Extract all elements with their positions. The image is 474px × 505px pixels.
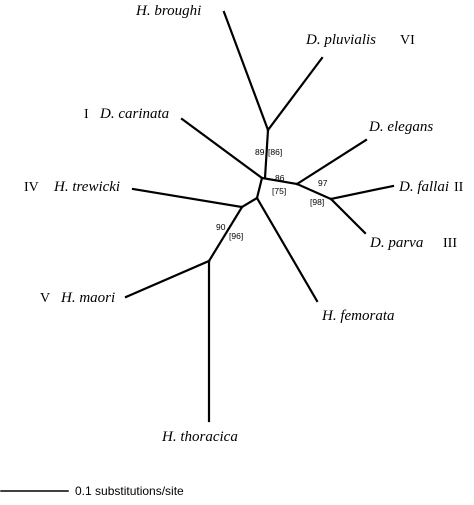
support-node-a-bootstrap: 89 — [255, 147, 265, 157]
clade-label-iv: IV — [24, 180, 39, 195]
branch-internal-root — [255, 176, 264, 200]
support-node-d-bracket: [96] — [229, 231, 243, 241]
support-node-c-bracket: [98] — [310, 197, 324, 207]
scale-bar-label: 0.1 substitutions/site — [75, 484, 184, 498]
branch-d-fallai — [329, 184, 395, 201]
taxon-label-d-carinata: D. carinata — [99, 106, 169, 122]
tree-branches — [124, 10, 395, 423]
clade-label-iii: III — [443, 236, 457, 251]
branch-d-parva — [329, 197, 367, 235]
branch-internal-a — [263, 128, 270, 180]
clade-label-vi: VI — [400, 33, 415, 48]
taxon-label-h-maori: H. maori — [60, 290, 115, 306]
branch-internal-d — [240, 196, 259, 209]
branch-d-pluvialis — [266, 56, 324, 132]
clade-label-i: I — [84, 107, 89, 122]
taxon-label-h-broughi: H. broughi — [135, 3, 201, 19]
branch-h-broughi — [222, 10, 270, 132]
clade-label-v: V — [40, 291, 50, 306]
branch-h-trewicki — [131, 187, 244, 209]
taxon-label-h-femorata: H. femorata — [321, 308, 395, 324]
support-node-b-bootstrap: 86 — [275, 173, 285, 183]
taxon-label-d-parva: D. parva — [369, 235, 423, 251]
taxon-label-d-fallai: D. fallai — [398, 179, 449, 195]
support-node-b-bracket: [75] — [272, 186, 286, 196]
branch-h-maori — [124, 259, 211, 299]
scale-bar: 0.1 substitutions/site — [0, 484, 184, 498]
branch-d-elegans — [295, 138, 368, 186]
branch-d-carinata — [180, 117, 264, 180]
branch-internal-b — [260, 176, 299, 186]
taxon-labels: H. broughi D. pluvialis D. carinata D. e… — [53, 3, 449, 445]
branch-internal-e — [207, 205, 244, 263]
support-node-c-bootstrap: 97 — [318, 178, 328, 188]
support-node-d-bootstrap: 90 — [216, 222, 226, 232]
branch-internal-c — [295, 182, 333, 201]
taxon-label-h-thoracica: H. thoracica — [161, 429, 238, 445]
branch-h-femorata — [255, 196, 319, 303]
clade-label-ii: II — [454, 180, 464, 195]
taxon-label-d-elegans: D. elegans — [368, 119, 433, 135]
support-node-a-bracket: [86] — [268, 147, 282, 157]
taxon-label-d-pluvialis: D. pluvialis — [305, 32, 376, 48]
taxon-label-h-trewicki: H. trewicki — [53, 179, 120, 195]
support-values: 89 [86] 86 [75] 97 [98] 90 [96] — [216, 147, 328, 241]
clade-labels: VI I IV II III V — [24, 33, 464, 306]
